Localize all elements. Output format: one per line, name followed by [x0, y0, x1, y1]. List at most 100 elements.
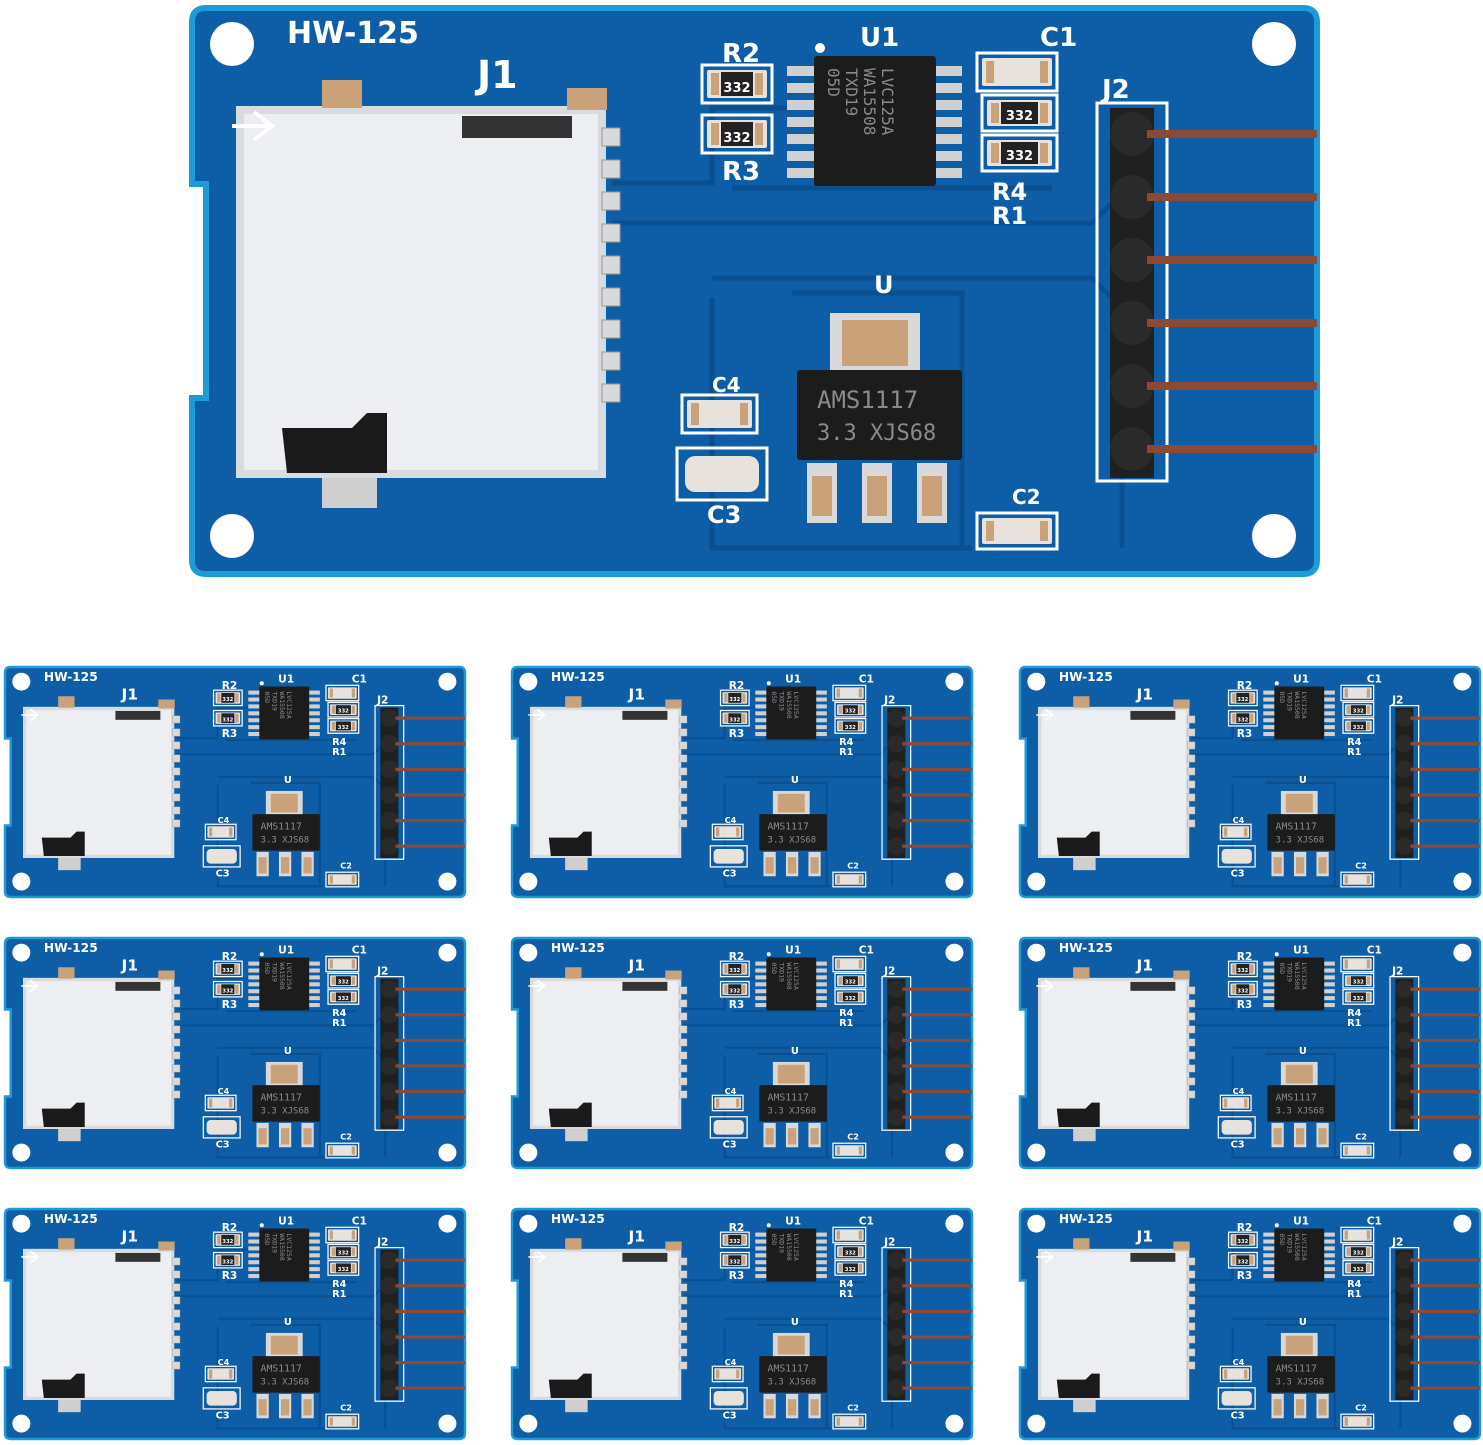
header-pin-5 — [1410, 818, 1480, 823]
sd-slot-latch — [1056, 1373, 1100, 1398]
mounting-hole-4 — [438, 1143, 457, 1162]
ic-u1-body — [259, 1228, 310, 1282]
regulator-marking-1: AMS1117 — [768, 1364, 809, 1375]
header-pin-6 — [902, 1386, 972, 1390]
capacitor-c3 — [202, 1116, 241, 1139]
resistor-r2: 332 — [1227, 1231, 1258, 1249]
header-pin-1 — [1410, 1258, 1480, 1262]
resistor-r3-code: 332 — [222, 717, 233, 723]
capacitor-c2 — [832, 1142, 867, 1159]
label-c1: C1 — [859, 1215, 874, 1227]
mounting-hole-2 — [945, 943, 964, 962]
sd-slot-tab-bottom — [322, 478, 377, 508]
label-r3: R3 — [722, 157, 760, 187]
regulator-marking-2: 3.3 XJS68 — [261, 1107, 310, 1117]
label-c1: C1 — [1367, 944, 1382, 956]
resistor-r4: 332 — [327, 1243, 360, 1260]
ic-u1-body — [259, 686, 310, 740]
label-j1: J1 — [1136, 957, 1154, 975]
label-c2: C2 — [1012, 485, 1041, 509]
label-c2: C2 — [847, 1403, 859, 1413]
mounting-hole-3 — [12, 1143, 31, 1162]
resistor-r1-code: 332 — [1353, 725, 1364, 731]
ic-u1-marking-4: 05D — [263, 962, 271, 974]
label-j2: J2 — [376, 1237, 388, 1249]
label-u: U — [791, 775, 799, 786]
header-j2-outline — [1389, 704, 1420, 860]
label-r4: R4 — [332, 737, 347, 748]
label-j1: J1 — [474, 53, 518, 97]
label-r2: R2 — [1237, 951, 1253, 963]
resistor-r2: 332 — [719, 960, 750, 978]
resistor-r2: 332 — [212, 689, 243, 707]
label-c2: C2 — [847, 861, 859, 871]
mounting-hole-3 — [519, 872, 538, 891]
mounting-hole-3 — [519, 1414, 538, 1433]
header-pin-3 — [1410, 767, 1480, 772]
sd-card-slot — [1036, 1238, 1196, 1413]
sd-slot-tab-right — [1173, 970, 1190, 980]
regulator-body — [252, 814, 320, 851]
ic-u1-marking-4: 05D — [263, 691, 271, 703]
resistor-r2-code: 332 — [222, 1239, 233, 1245]
mounting-hole-3 — [12, 1414, 31, 1433]
mounting-hole-4 — [438, 872, 457, 891]
sd-card-slot — [528, 696, 688, 871]
ic-u1-marking-1: LVC125A — [285, 1233, 293, 1260]
label-u1: U1 — [785, 1215, 801, 1227]
label-c4: C4 — [725, 815, 737, 825]
ic-u1-marking-2: WA15508 — [785, 691, 793, 718]
regulator-marking-1: AMS1117 — [261, 1364, 302, 1375]
header-j2-housing — [380, 707, 399, 858]
mounting-hole-1 — [519, 672, 538, 691]
header-pin-6 — [902, 1115, 972, 1119]
mounting-hole-2 — [438, 943, 457, 962]
header-pin-6 — [1410, 1386, 1480, 1390]
sd-slot-latch — [41, 1373, 85, 1398]
label-c4: C4 — [1233, 815, 1245, 825]
mounting-hole-4 — [438, 1414, 457, 1433]
mounting-hole-2 — [1453, 1214, 1472, 1233]
sd-slot-tab-left — [58, 696, 75, 708]
label-r4: R4 — [839, 1279, 854, 1290]
sd-slot-latch — [282, 413, 387, 473]
resistor-r3-code: 332 — [1237, 1259, 1248, 1265]
capacitor-c2 — [832, 871, 867, 888]
resistor-r1: 332 — [327, 717, 360, 734]
mounting-hole-1 — [12, 1214, 31, 1233]
ic-u1-marking-2: WA15508 — [785, 1233, 793, 1260]
ic-u1-pin1-dot — [1274, 952, 1279, 957]
mounting-hole-2 — [1453, 943, 1472, 962]
model-label: HW-125 — [44, 1212, 98, 1226]
sd-card-slot — [21, 1238, 181, 1413]
label-j1: J1 — [121, 957, 139, 975]
resistor-r3-code: 332 — [222, 1259, 233, 1265]
label-r1: R1 — [1347, 1018, 1362, 1029]
sd-slot-tab-right — [665, 970, 682, 980]
sd-slot-tab-left — [1073, 696, 1090, 708]
capacitor-c2 — [1340, 871, 1375, 888]
label-j1: J1 — [1136, 1228, 1154, 1246]
mounting-hole-1 — [1027, 943, 1046, 962]
header-j2-outline — [374, 704, 405, 860]
resistor-r3: 332 — [700, 113, 774, 155]
ic-u1-marking-2: WA15508 — [278, 1233, 286, 1260]
header-j2 — [374, 975, 465, 1131]
sd-slot-tab-bottom — [1073, 857, 1096, 871]
resistor-r3-code: 332 — [723, 131, 750, 146]
regulator-body — [1267, 1356, 1335, 1393]
capacitor-c1 — [325, 684, 360, 702]
ic-u1-marking-2: WA15508 — [278, 962, 286, 989]
label-j2: J2 — [1391, 1237, 1403, 1249]
resistor-r3: 332 — [1227, 709, 1258, 727]
label-c2: C2 — [340, 1132, 352, 1142]
label-r3: R3 — [222, 728, 238, 740]
capacitor-c2 — [325, 871, 360, 888]
header-j2-outline — [1389, 1246, 1420, 1402]
